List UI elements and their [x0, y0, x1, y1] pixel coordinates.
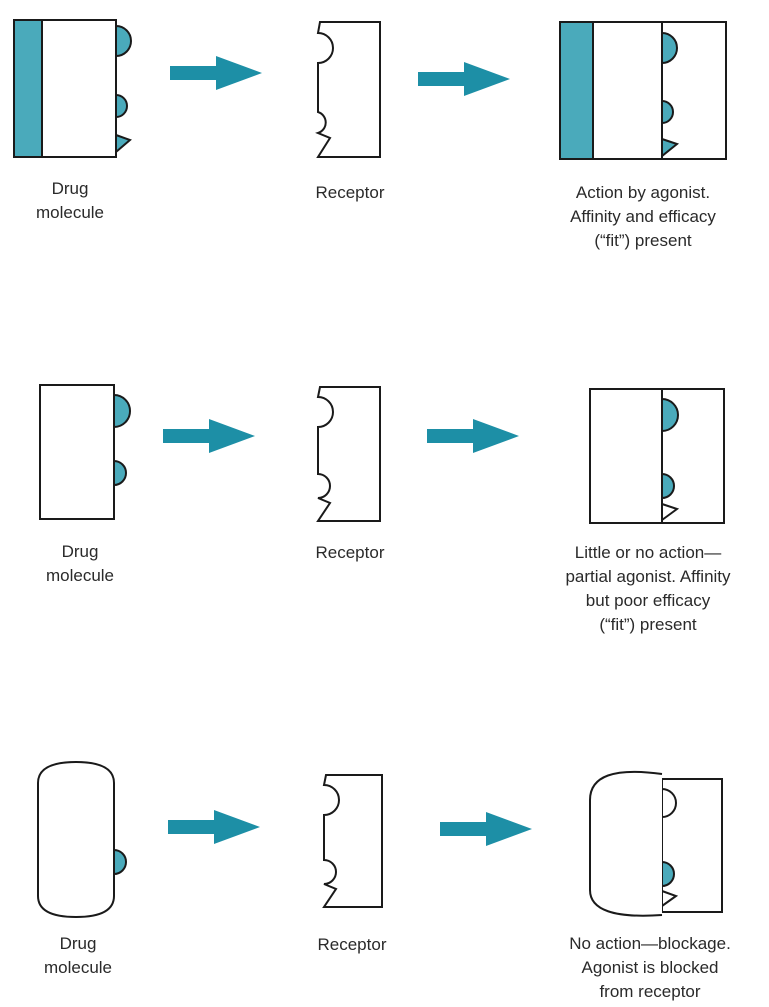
- row1-arrow-2: [418, 62, 510, 96]
- row2-arrow-1: [163, 419, 255, 453]
- caption-line: Drug: [61, 542, 99, 561]
- caption-line: (“fit”) present: [599, 615, 697, 634]
- drug-small-bump: [115, 93, 128, 119]
- row2-arrow-2: [427, 419, 519, 453]
- row2-receptor: [316, 386, 381, 522]
- row1-drug-molecule: [13, 19, 132, 158]
- row1-receptor: [315, 21, 381, 158]
- drug-shaded-band: [13, 19, 43, 158]
- caption-line: Receptor: [317, 935, 387, 954]
- row-2: [39, 384, 725, 524]
- row1-drug-caption: Drug molecule: [10, 177, 130, 225]
- caption-line: No action—blockage.: [569, 934, 731, 953]
- caption-line: molecule: [35, 203, 105, 222]
- row3-antagonist-molecule: [37, 760, 127, 919]
- caption-line: Receptor: [315, 543, 385, 562]
- row3-result-caption: No action—blockage. Agonist is blocked f…: [536, 932, 764, 1004]
- row1-receptor-caption: Receptor: [290, 181, 410, 205]
- row1-result-caption: Action by agonist. Affinity and efficacy…: [528, 181, 758, 253]
- row3-drug-caption: Drug molecule: [18, 932, 138, 980]
- drug-large-bump: [115, 24, 132, 58]
- row2-partial-complex: [589, 388, 725, 524]
- row-3: [37, 760, 723, 919]
- row2-drug-molecule: [39, 384, 131, 520]
- row1-drug-receptor-complex: [559, 21, 727, 160]
- row3-receptor: [322, 774, 383, 908]
- row3-arrow-1: [168, 810, 260, 844]
- caption-line: molecule: [43, 958, 113, 977]
- row2-result-caption: Little or no action— partial agonist. Af…: [528, 541, 768, 637]
- caption-line: Action by agonist.: [575, 183, 711, 202]
- caption-line: Affinity and efficacy: [570, 207, 716, 226]
- row2-receptor-caption: Receptor: [290, 541, 410, 565]
- row3-blocked-complex: [589, 770, 723, 917]
- row-1: [13, 19, 727, 160]
- caption-line: but poor efficacy: [585, 591, 711, 610]
- caption-line: partial agonist. Affinity: [565, 567, 731, 586]
- caption-line: (“fit”) present: [594, 231, 692, 250]
- caption-line: from receptor: [599, 982, 701, 1001]
- row3-arrow-2: [440, 812, 532, 846]
- caption-line: Drug: [59, 934, 97, 953]
- caption-line: Agonist is blocked: [581, 958, 719, 977]
- drug-notch: [115, 133, 132, 155]
- row3-receptor-caption: Receptor: [292, 933, 412, 957]
- caption-line: Drug: [51, 179, 89, 198]
- caption-line: Little or no action—: [574, 543, 722, 562]
- caption-line: Receptor: [315, 183, 385, 202]
- row1-arrow-1: [170, 56, 262, 90]
- caption-line: molecule: [45, 566, 115, 585]
- row2-drug-caption: Drug molecule: [20, 540, 140, 588]
